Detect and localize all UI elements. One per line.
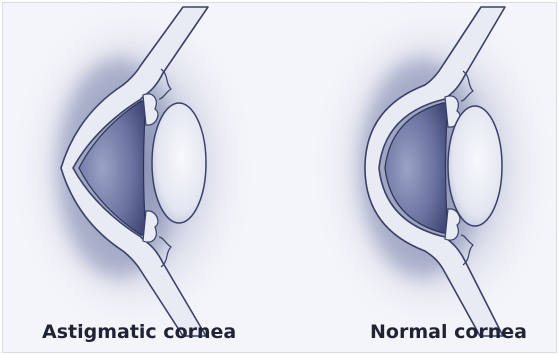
astigmatic-iris-upper — [143, 94, 158, 125]
normal-iris-lower — [445, 209, 460, 240]
astigmatic-eye — [13, 3, 253, 338]
astigmatic-lens — [152, 103, 206, 223]
normal-lens — [448, 106, 502, 226]
normal-eye — [313, 3, 553, 338]
eye-diagrams — [3, 3, 557, 353]
astigmatic-cornea-label: Astigmatic cornea — [42, 321, 236, 343]
normal-cornea-label: Normal cornea — [370, 321, 527, 343]
astigmatic-iris-lower — [143, 211, 158, 242]
